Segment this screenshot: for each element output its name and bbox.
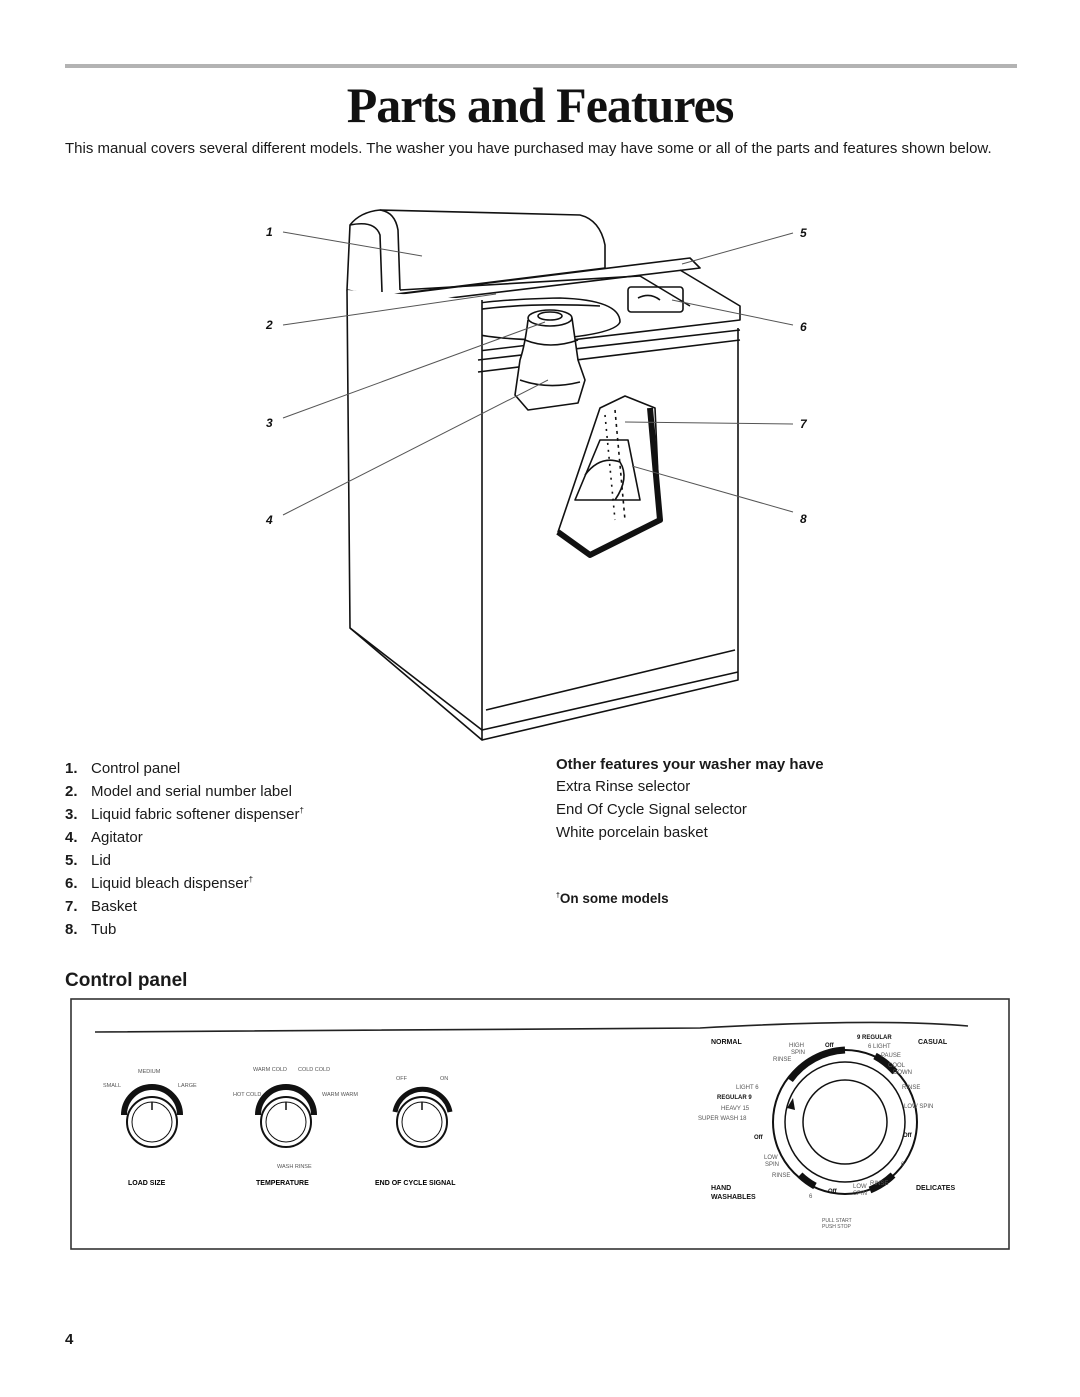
cycle-hand-1: HAND xyxy=(711,1185,731,1192)
cycle-rinse-bottom-right: RINSE xyxy=(870,1181,888,1187)
end-of-cycle-label: END OF CYCLE SIGNAL xyxy=(375,1180,456,1187)
list-item: 7.Basket xyxy=(65,898,137,915)
list-item: 3.Liquid fabric softener dispenser† xyxy=(65,806,304,823)
end-of-cycle-knob[interactable] xyxy=(392,1086,453,1148)
cycle-super-wash-18: SUPER WASH 18 xyxy=(698,1116,747,1122)
list-item: 6.Liquid bleach dispenser† xyxy=(65,875,254,892)
callout-5: 5 xyxy=(800,226,807,240)
list-item: Extra Rinse selector xyxy=(556,778,691,795)
cycle-delicates: DELICATES xyxy=(916,1185,955,1192)
temp-hot-cold: HOT COLD xyxy=(233,1092,261,1098)
cycle-light-top: 6 LIGHT xyxy=(868,1044,891,1050)
cycle-pull-start: PULL START xyxy=(822,1218,852,1224)
control-panel-illustration: MEDIUM SMALL LARGE LOAD SIZE WARM COLD C… xyxy=(70,998,1010,1250)
cycle-off-left: Off xyxy=(754,1135,764,1141)
list-item: 5.Lid xyxy=(65,852,112,869)
cycle-rinse-left: RINSE xyxy=(773,1057,791,1063)
cycle-six-bottom: 6 xyxy=(809,1194,813,1200)
cycle-dial[interactable] xyxy=(772,1046,918,1195)
cycle-regular-top: 9 REGULAR xyxy=(857,1035,892,1041)
page-number: 4 xyxy=(65,1331,74,1348)
washer-illustration: 1 2 3 4 5 6 7 8 xyxy=(265,209,808,741)
cycle-rinse-bottom: RINSE xyxy=(772,1173,790,1179)
temperature-knob[interactable] xyxy=(255,1084,317,1148)
control-panel-heading: Control panel xyxy=(65,970,188,991)
parts-list: 1.Control panel 2.Model and serial numbe… xyxy=(65,755,385,939)
load-size-large: LARGE xyxy=(178,1083,197,1089)
callout-6: 6 xyxy=(800,320,807,334)
list-item: 2.Model and serial number label xyxy=(65,783,292,800)
callout-3: 3 xyxy=(266,416,273,430)
cycle-high: HIGH xyxy=(789,1043,804,1049)
load-size-medium: MEDIUM xyxy=(138,1069,161,1075)
signal-off: OFF xyxy=(396,1076,408,1082)
cycle-cool: COOL xyxy=(888,1063,906,1069)
cycle-heavy-15: HEAVY 15 xyxy=(721,1106,750,1112)
cycle-normal: NORMAL xyxy=(711,1039,742,1046)
cycle-regular-9: REGULAR 9 xyxy=(717,1095,752,1101)
page-title: Parts and Features xyxy=(346,77,735,133)
intro-paragraph: This manual covers several different mod… xyxy=(65,140,992,157)
cycle-off-bottom: Off xyxy=(828,1189,838,1195)
load-size-small: SMALL xyxy=(103,1083,121,1089)
temp-cold-cold: COLD COLD xyxy=(298,1067,330,1073)
list-item: End Of Cycle Signal selector xyxy=(556,801,747,818)
cycle-hand-2: WASHABLES xyxy=(711,1194,756,1201)
other-features: Other features your washer may have Extr… xyxy=(556,755,1016,846)
cycle-six-right: 6 xyxy=(901,1162,905,1168)
cycle-low-bottom: LOW xyxy=(764,1155,778,1161)
cycle-casual: CASUAL xyxy=(918,1039,948,1046)
cycle-pause: PAUSE xyxy=(881,1053,901,1059)
cycle-rinse-right: RINSE xyxy=(902,1085,920,1091)
load-size-label: LOAD SIZE xyxy=(128,1180,166,1187)
temperature-label: TEMPERATURE xyxy=(256,1180,309,1187)
cycle-light-6: LIGHT 6 xyxy=(736,1085,759,1091)
cycle-spin-bottom-right: SPIN xyxy=(853,1191,867,1197)
callout-4: 4 xyxy=(265,513,273,527)
list-item: White porcelain basket xyxy=(556,824,708,841)
cycle-low-spin-right: LOW SPIN xyxy=(904,1104,933,1110)
cycle-off-top: Off xyxy=(825,1043,835,1049)
callout-1: 1 xyxy=(266,225,273,239)
other-features-heading: Other features your washer may have xyxy=(556,756,824,773)
list-item: 4.Agitator xyxy=(65,829,143,846)
temp-warm-warm: WARM WARM xyxy=(322,1092,358,1098)
callout-7: 7 xyxy=(800,417,808,431)
top-rule xyxy=(65,64,1017,68)
callout-8: 8 xyxy=(800,512,807,526)
load-size-knob[interactable] xyxy=(121,1084,183,1148)
signal-on: ON xyxy=(440,1076,448,1082)
list-item: 1.Control panel xyxy=(65,760,181,777)
callout-2: 2 xyxy=(265,318,273,332)
cycle-push-stop: PUSH STOP xyxy=(822,1224,851,1230)
cycle-spin-bottom: SPIN xyxy=(765,1162,779,1168)
cycle-low-bottom-right: LOW xyxy=(853,1184,867,1190)
footnote: †On some models xyxy=(556,891,669,906)
cycle-spin-top: SPIN xyxy=(791,1050,805,1056)
temp-wash-rinse: WASH RINSE xyxy=(277,1164,312,1170)
cycle-off-right: Off xyxy=(903,1133,913,1139)
temp-warm-cold: WARM COLD xyxy=(253,1067,287,1073)
cycle-down: DOWN xyxy=(893,1070,912,1076)
list-item: 8.Tub xyxy=(65,921,117,938)
